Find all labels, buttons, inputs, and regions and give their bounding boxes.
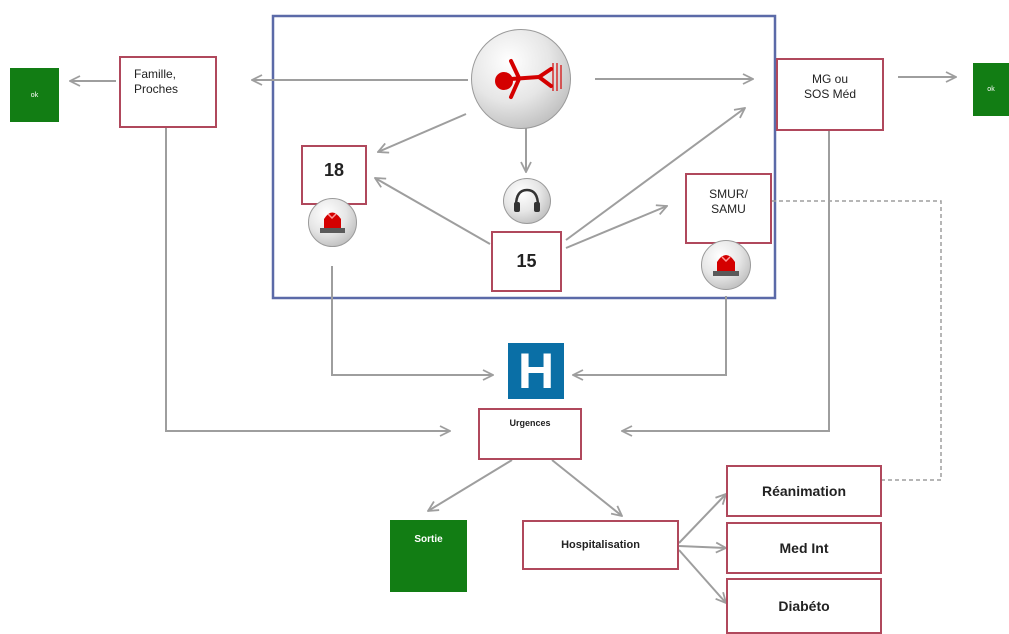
ok-box-right: ok [973,63,1009,116]
node-reanimation-label: Réanimation [761,483,846,499]
node-smur-label: SMUR/ SAMU [709,187,748,216]
arrow-18-hospital [331,266,493,375]
node-reanimation: Réanimation [726,465,882,517]
node-18: 18 [301,145,367,205]
node-diabeto-label: Diabéto [778,598,830,614]
node-hospitalisation-label: Hospitalisation [561,539,640,551]
arrow-urgences-sortie [428,459,513,511]
node-diabeto: Diabéto [726,578,882,634]
node-medint-label: Med Int [779,540,829,556]
node-15: 15 [491,231,562,292]
arrow-15-mg [565,108,745,241]
node-15-label: 15 [516,251,537,271]
regulation-frame [271,14,777,300]
node-hospitalisation: Hospitalisation [522,520,679,570]
arrow-hosp-medint [678,546,726,548]
arrow-15-18 [375,178,491,245]
node-sortie-label: Sortie [414,534,443,545]
hospital-icon: H [508,343,564,399]
headset-icon [503,178,551,224]
arrow-smur-hospital [573,296,727,375]
hospital-letter: H [517,343,555,399]
node-mg-label: MG ou SOS Méd [803,72,857,101]
node-urgences-label: Urgences [509,418,551,428]
node-smur: SMUR/ SAMU [685,173,772,244]
arrow-mg-urgences [622,131,830,431]
node-medint: Med Int [726,522,882,574]
patient-icon [471,29,571,129]
node-mg: MG ou SOS Méd [776,58,884,131]
ok-label-left: ok [30,91,39,99]
siren-icon-18 [308,198,357,247]
arrow-hosp-reanimation [678,494,726,544]
arrow-patient-18 [378,113,467,152]
arrow-hosp-diabeto [678,549,726,603]
arrow-urgences-hospitalisation [551,459,622,516]
node-urgences: Urgences [478,408,582,460]
node-18-label: 18 [323,160,345,180]
node-sortie: Sortie [390,520,467,592]
arrow-15-smur [565,206,667,249]
arrow-famille-urgences [165,128,450,431]
siren-icon-smur [701,240,751,290]
ok-box-left: ok [10,68,59,122]
node-famille: Famille, Proches [119,56,217,128]
ok-label-right: ok [987,86,995,93]
node-famille-label: Famille, Proches [134,67,179,96]
dashed-smur-reanimation [772,200,942,481]
